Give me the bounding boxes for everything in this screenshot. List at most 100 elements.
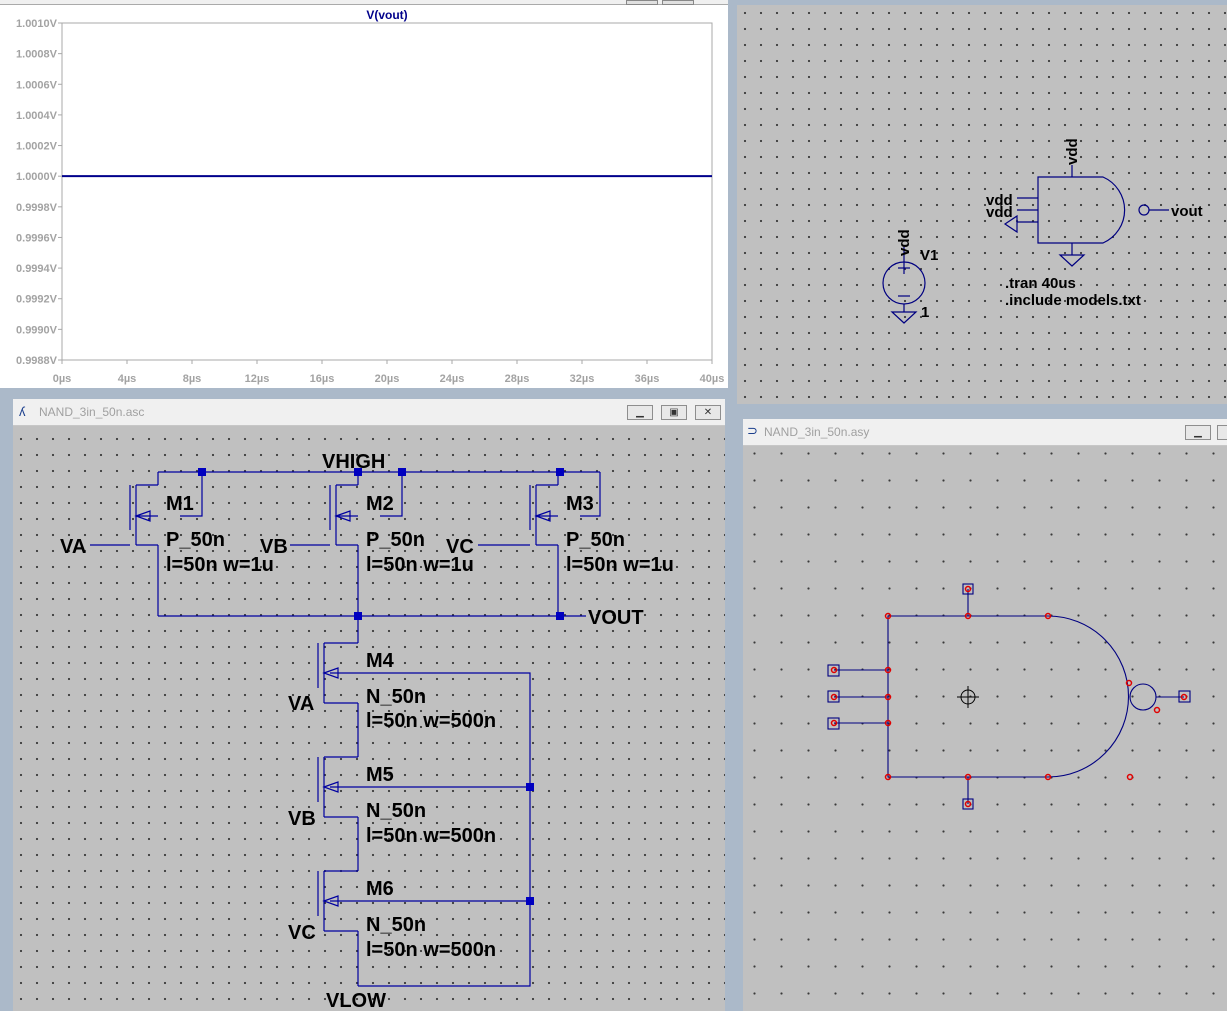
net-label-vlow[interactable]: VLOW [326,990,386,1011]
close-button[interactable] [662,0,694,5]
control-points [830,585,1188,808]
x-tick-label: 8µs [183,373,202,385]
m6-gate-label[interactable]: VC [288,922,316,944]
ground-source-icon [890,311,918,324]
m2-size[interactable]: l=50n w=1u [366,554,474,576]
x-tick-label: 28µs [505,373,530,385]
net-label-vdd-top[interactable]: vdd [1064,138,1081,165]
m3-model[interactable]: P_50n [566,529,625,551]
symbol-window[interactable]: ⊃ NAND_3in_50n.asy ▁ [743,419,1227,1011]
m6-arrow-icon [322,895,339,907]
m1-name[interactable]: M1 [166,493,194,515]
m6-model[interactable]: N_50n [366,914,426,936]
m2-model[interactable]: P_50n [366,529,425,551]
net-label-vdd-in1[interactable]: vdd [986,192,1013,209]
x-tick-label: 36µs [635,373,660,385]
wire-m1-body [180,472,203,517]
plot-area[interactable] [61,22,713,361]
pin-in2[interactable] [827,690,840,703]
y-tick-label: 0.9990V [16,324,58,336]
restore-icon: ▣ [669,407,679,418]
m1-size[interactable]: l=50n w=1u [166,554,274,576]
m2-gate-label[interactable]: VB [260,536,288,558]
ground-gate-icon [1058,254,1086,267]
net-label-source[interactable]: vdd [896,229,913,256]
m1-gate-label[interactable]: VA [60,536,86,558]
nand-bubble [1138,204,1150,216]
m4-gate-label[interactable]: VA [288,693,314,715]
m3-gate-label[interactable]: VC [446,536,474,558]
minimize-button[interactable] [626,0,658,5]
ground-in3-icon [1003,214,1018,234]
y-tick-label: 1.0006V [16,79,58,91]
minimize-button[interactable]: ▁ [627,405,653,420]
m4-size[interactable]: l=50n w=500n [366,710,496,732]
schematic-titlebar[interactable]: ʎ NAND_3in_50n.asc ▁ ▣ ✕ [13,399,725,426]
m6-name[interactable]: M6 [366,878,394,900]
waveform-plot[interactable]: V(vout) 1.0010V1.0008V1.0006V1.0004V1.00… [0,0,728,388]
directive-tran[interactable]: .tran 40us [1005,275,1076,292]
pin-bottom[interactable] [962,798,974,810]
x-tick-label: 16µs [310,373,335,385]
junction-dots [198,468,564,905]
y-tick-label: 0.9998V [16,202,58,214]
wire-m3-body [580,472,601,517]
nand-symbol[interactable] [1037,176,1126,244]
m4-name[interactable]: M4 [366,650,395,672]
m1-model[interactable]: P_50n [166,529,225,551]
minimize-icon: ▁ [1194,427,1202,438]
testbench-canvas[interactable]: vdd vdd vdd vout vdd V1 1 .tran 40us .in… [737,5,1227,404]
source-name[interactable]: V1 [920,247,938,264]
y-tick-label: 1.0002V [16,141,58,153]
m6-size[interactable]: l=50n w=500n [366,939,496,961]
m3-size[interactable]: l=50n w=1u [566,554,674,576]
schematic-canvas[interactable]: VHIGH VOUT VLOW M1 P_50n l=50n w=1u VA M… [13,425,725,1011]
restore-button[interactable]: ▣ [661,405,687,420]
symbol-titlebar[interactable]: ⊃ NAND_3in_50n.asy ▁ [743,419,1227,446]
m5-model[interactable]: N_50n [366,800,426,822]
crosshair-icon [957,686,979,708]
source-value[interactable]: 1 [921,304,929,321]
window-top-strip [0,0,728,5]
m5-name[interactable]: M5 [366,764,394,786]
schematic-window[interactable]: ʎ NAND_3in_50n.asc ▁ ▣ ✕ [13,399,725,1011]
net-label-vout[interactable]: VOUT [588,607,644,629]
y-tick-label: 0.9988V [16,355,58,367]
y-tick-label: 1.0000V [16,171,58,183]
wire-nmos-body [330,672,531,987]
m2-arrow-icon [334,510,351,522]
symbol-bubble [1129,683,1157,711]
trace-label[interactable]: V(vout) [366,8,407,22]
m3-arrow-icon [534,510,551,522]
y-tick-label: 1.0004V [16,110,58,122]
net-label-vout[interactable]: vout [1171,203,1203,220]
m5-gate-label[interactable]: VB [288,808,316,830]
restore-button[interactable] [1217,425,1227,440]
x-tick-label: 24µs [440,373,465,385]
x-tick-label: 0µs [53,373,72,385]
close-icon: ✕ [703,407,713,418]
x-tick-label: 32µs [570,373,595,385]
pin-in3[interactable] [827,717,840,730]
pin-in1[interactable] [827,664,840,677]
pin-top[interactable] [962,583,974,595]
schematic-icon: ʎ [19,404,26,419]
minimize-button[interactable]: ▁ [1185,425,1211,440]
symbol-body[interactable] [887,615,1130,778]
close-button[interactable]: ✕ [695,405,721,420]
m5-size[interactable]: l=50n w=500n [366,825,496,847]
testbench-schematic-window[interactable]: vdd vdd vdd vout vdd V1 1 .tran 40us .in… [737,5,1227,404]
m3-name[interactable]: M3 [566,493,594,515]
net-label-vdd-in2[interactable]: vdd [986,204,1013,221]
m4-model[interactable]: N_50n [366,686,426,708]
y-tick-label: 0.9994V [16,263,58,275]
schematic-title: NAND_3in_50n.asc [39,405,145,419]
m2-name[interactable]: M2 [366,493,394,515]
x-tick-label: 40µs [700,373,725,385]
net-label-vhigh[interactable]: VHIGH [322,451,385,473]
symbol-canvas[interactable] [743,445,1227,1011]
directive-include[interactable]: .include models.txt [1005,292,1141,309]
pin-out[interactable] [1178,690,1191,703]
